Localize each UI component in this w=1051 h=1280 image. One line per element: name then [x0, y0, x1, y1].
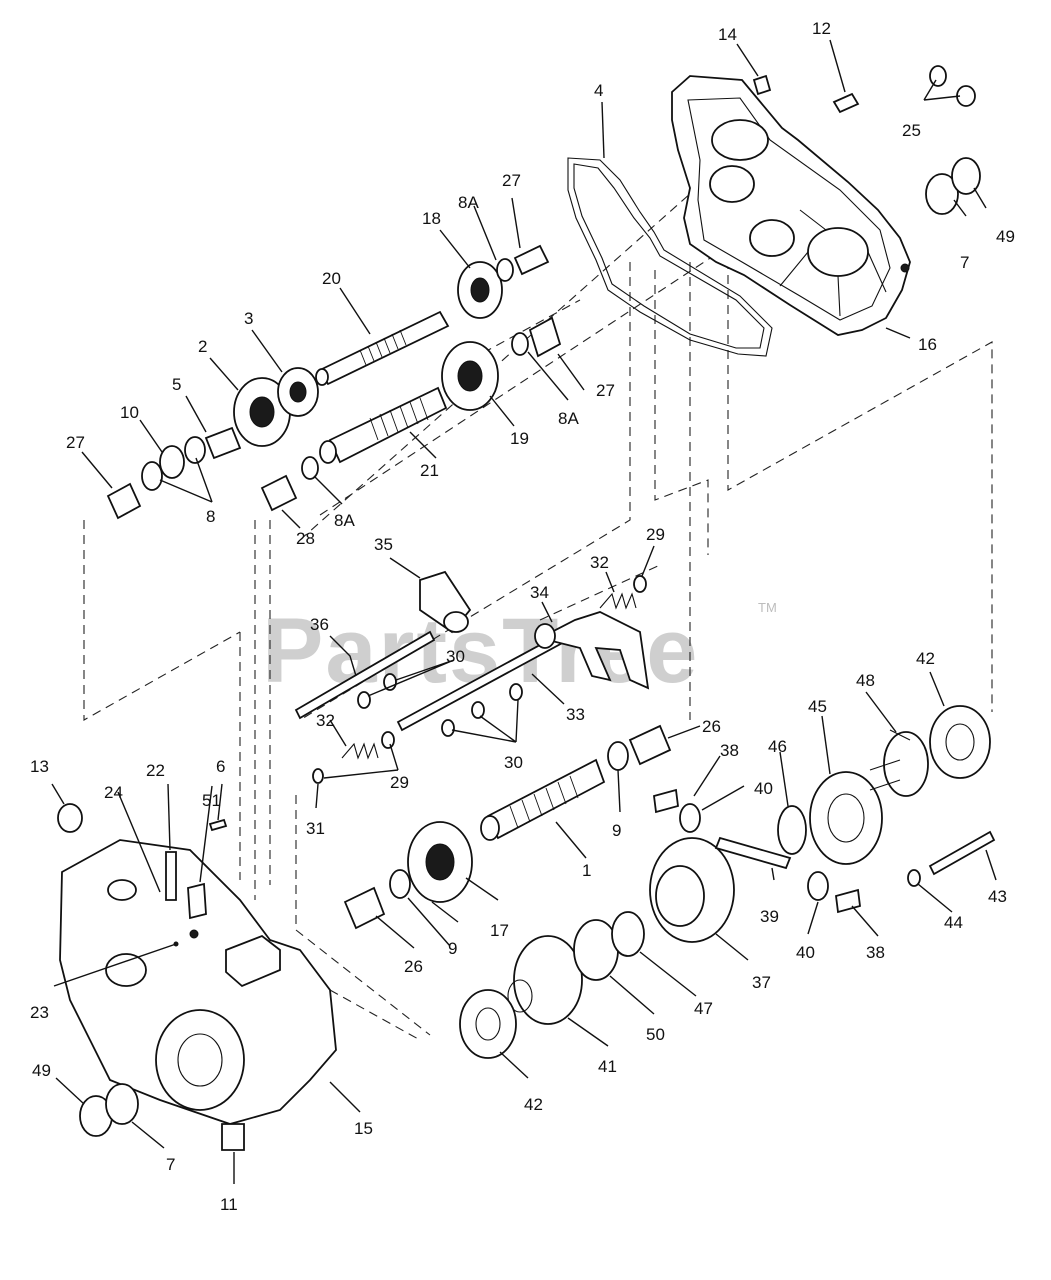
callout-5[interactable]: 5 — [172, 375, 181, 394]
callout-16[interactable]: 16 — [918, 335, 937, 354]
callout-9-lower[interactable]: 9 — [448, 939, 457, 958]
callout-19[interactable]: 19 — [510, 429, 529, 448]
callout-7-top[interactable]: 7 — [960, 253, 969, 272]
callout-45[interactable]: 45 — [808, 697, 827, 716]
callout-8a-top[interactable]: 8A — [458, 193, 479, 212]
top-right-hardware — [752, 65, 981, 215]
callout-47[interactable]: 47 — [694, 999, 713, 1018]
callout-8a-low[interactable]: 8A — [334, 511, 355, 530]
callout-25[interactable]: 25 — [902, 121, 921, 140]
callout-17[interactable]: 17 — [490, 921, 509, 940]
callout-31[interactable]: 31 — [306, 819, 325, 838]
callout-37[interactable]: 37 — [752, 973, 771, 992]
callout-44[interactable]: 44 — [944, 913, 963, 932]
callout-8a-mid[interactable]: 8A — [558, 409, 579, 428]
callout-21[interactable]: 21 — [420, 461, 439, 480]
callout-41[interactable]: 41 — [598, 1057, 617, 1076]
callout-27-top[interactable]: 27 — [502, 171, 521, 190]
callout-24[interactable]: 24 — [104, 783, 123, 802]
callout-30-upper[interactable]: 30 — [446, 647, 465, 666]
callout-42-upper[interactable]: 42 — [916, 649, 935, 668]
callout-28[interactable]: 28 — [296, 529, 315, 548]
callout-4[interactable]: 4 — [594, 81, 603, 100]
callout-29-upper[interactable]: 29 — [646, 525, 665, 544]
callout-13[interactable]: 13 — [30, 757, 49, 776]
callout-18[interactable]: 18 — [422, 209, 441, 228]
callout-43[interactable]: 43 — [988, 887, 1007, 906]
callout-27-left[interactable]: 27 — [66, 433, 85, 452]
callout-26-lower[interactable]: 26 — [404, 957, 423, 976]
callout-8[interactable]: 8 — [206, 507, 215, 526]
callout-30-lower[interactable]: 30 — [504, 753, 523, 772]
callout-46[interactable]: 46 — [768, 737, 787, 756]
callout-23[interactable]: 23 — [30, 1003, 49, 1022]
callout-26-upper[interactable]: 26 — [702, 717, 721, 736]
callout-35[interactable]: 35 — [374, 535, 393, 554]
callout-34[interactable]: 34 — [530, 583, 549, 602]
leader-lines — [51, 39, 997, 1184]
callout-42-lower[interactable]: 42 — [524, 1095, 543, 1114]
callout-49-top[interactable]: 49 — [996, 227, 1015, 246]
case-half-left — [57, 803, 337, 1151]
callout-40-lower[interactable]: 40 — [796, 943, 815, 962]
callout-32-lower[interactable]: 32 — [316, 711, 335, 730]
callout-1[interactable]: 1 — [582, 861, 591, 880]
callout-39[interactable]: 39 — [760, 907, 779, 926]
callout-50[interactable]: 50 — [646, 1025, 665, 1044]
callout-48[interactable]: 48 — [856, 671, 875, 690]
part-number-labels: 14 12 4 25 7 49 16 27 8A 18 20 3 2 5 10 … — [30, 19, 1015, 1214]
upper-shaft-assembly — [106, 244, 562, 520]
callout-9-upper[interactable]: 9 — [612, 821, 621, 840]
callout-33[interactable]: 33 — [566, 705, 585, 724]
callout-38-upper[interactable]: 38 — [720, 741, 739, 760]
callout-10[interactable]: 10 — [120, 403, 139, 422]
callout-6[interactable]: 6 — [216, 757, 225, 776]
callout-36[interactable]: 36 — [310, 615, 329, 634]
callout-2[interactable]: 2 — [198, 337, 207, 356]
callout-38-lower[interactable]: 38 — [866, 943, 885, 962]
callout-3[interactable]: 3 — [244, 309, 253, 328]
watermark-trademark: TM — [758, 600, 777, 615]
callout-20[interactable]: 20 — [322, 269, 341, 288]
case-half-right — [671, 75, 911, 336]
gasket — [567, 157, 773, 357]
callout-32-upper[interactable]: 32 — [590, 553, 609, 572]
callout-14[interactable]: 14 — [718, 25, 737, 44]
callout-11[interactable]: 11 — [220, 1195, 238, 1214]
callout-49-bottom[interactable]: 49 — [32, 1061, 51, 1080]
callout-12[interactable]: 12 — [812, 19, 831, 38]
shift-assembly — [294, 570, 650, 784]
callout-22[interactable]: 22 — [146, 761, 165, 780]
callout-40-upper[interactable]: 40 — [754, 779, 773, 798]
callout-27-mid[interactable]: 27 — [596, 381, 615, 400]
callout-29-lower[interactable]: 29 — [390, 773, 409, 792]
callout-7-bottom[interactable]: 7 — [166, 1155, 175, 1174]
callout-51[interactable]: 51 — [202, 791, 221, 810]
callout-15[interactable]: 15 — [354, 1119, 373, 1138]
lower-shaft-assembly — [343, 705, 996, 1059]
